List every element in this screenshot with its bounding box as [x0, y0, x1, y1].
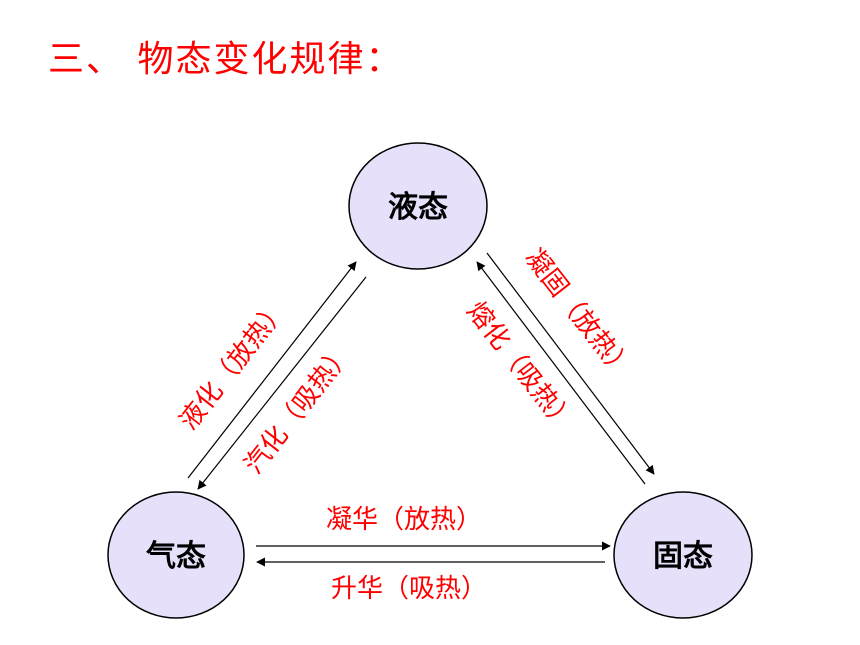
arrow-melting — [476, 261, 646, 485]
page-title: 三、 物态变化规律： — [48, 39, 404, 80]
node-liquid: 液态 — [348, 142, 488, 270]
node-gas: 气态 — [107, 491, 245, 619]
edge-label-desublimation: 凝华（放热） — [326, 505, 482, 535]
node-liquid-label: 液态 — [388, 190, 448, 225]
node-gas-label: 气态 — [146, 539, 206, 574]
arrow-vaporization — [197, 276, 367, 490]
arrow-solidification — [486, 252, 655, 475]
node-solid: 固态 — [613, 491, 753, 619]
edge-label-sublimation: 升华（吸热） — [331, 574, 487, 604]
node-solid-label: 固态 — [653, 539, 713, 574]
arrow-liquefaction — [187, 261, 357, 479]
